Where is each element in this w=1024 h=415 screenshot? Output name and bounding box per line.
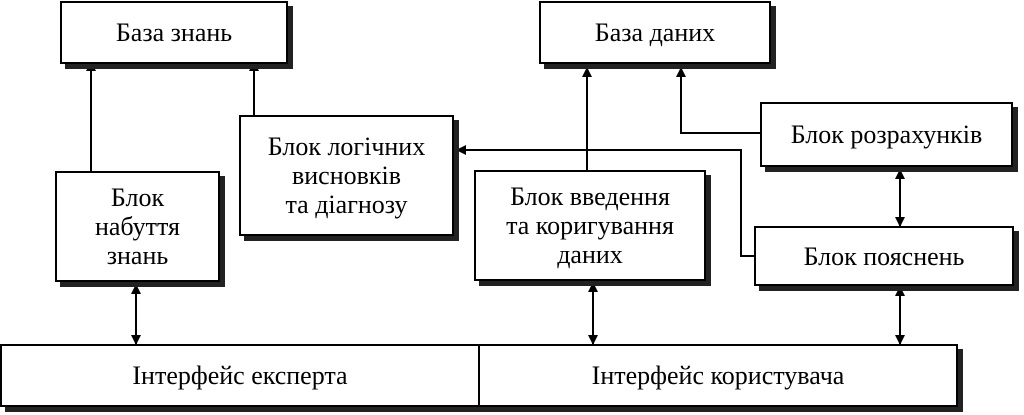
input-block-line-2: та коригування bbox=[506, 211, 674, 240]
inference-block-line-1: Блок логічних bbox=[267, 132, 426, 161]
expert-interface-label: Інтерфейс експерта bbox=[132, 361, 348, 390]
acquisition-block-line-1: Блок bbox=[110, 183, 165, 212]
explain-block-label: Блок пояснень bbox=[803, 241, 965, 271]
inference-block-line-3: та діагнозу bbox=[285, 190, 408, 219]
knowledge-base-box: База знань bbox=[60, 1, 288, 64]
user-interface-label: Інтерфейс користувача bbox=[591, 361, 845, 390]
input-block-line-1: Блок введення bbox=[510, 182, 670, 211]
database-box: База даних bbox=[539, 1, 771, 64]
calc-block-box: Блок розрахунків bbox=[760, 102, 1013, 167]
inference-block-line-2: висновків bbox=[291, 161, 402, 190]
acquisition-block-line-2: набуття bbox=[94, 212, 181, 241]
expert-interface-box: Інтерфейс експерта bbox=[0, 344, 480, 407]
calc-block-label: Блок розрахунків bbox=[790, 120, 983, 149]
arrow-explain-to-inference bbox=[456, 145, 754, 257]
input-block-line-3: даних bbox=[557, 240, 623, 269]
inference-block-box: Блок логічних висновків та діагнозу bbox=[239, 115, 454, 236]
acquisition-block-line-3: знань bbox=[106, 241, 169, 270]
input-block-box: Блок введення та коригування даних bbox=[474, 170, 706, 281]
knowledge-base-label: База знань bbox=[115, 18, 233, 47]
user-interface-box: Інтерфейс користувача bbox=[478, 344, 958, 407]
explain-block-box: Блок пояснень bbox=[754, 226, 1014, 286]
arrow-calc-to-database bbox=[676, 67, 760, 134]
acquisition-block-box: Блок набуття знань bbox=[55, 171, 220, 282]
database-label: База даних bbox=[594, 18, 716, 47]
